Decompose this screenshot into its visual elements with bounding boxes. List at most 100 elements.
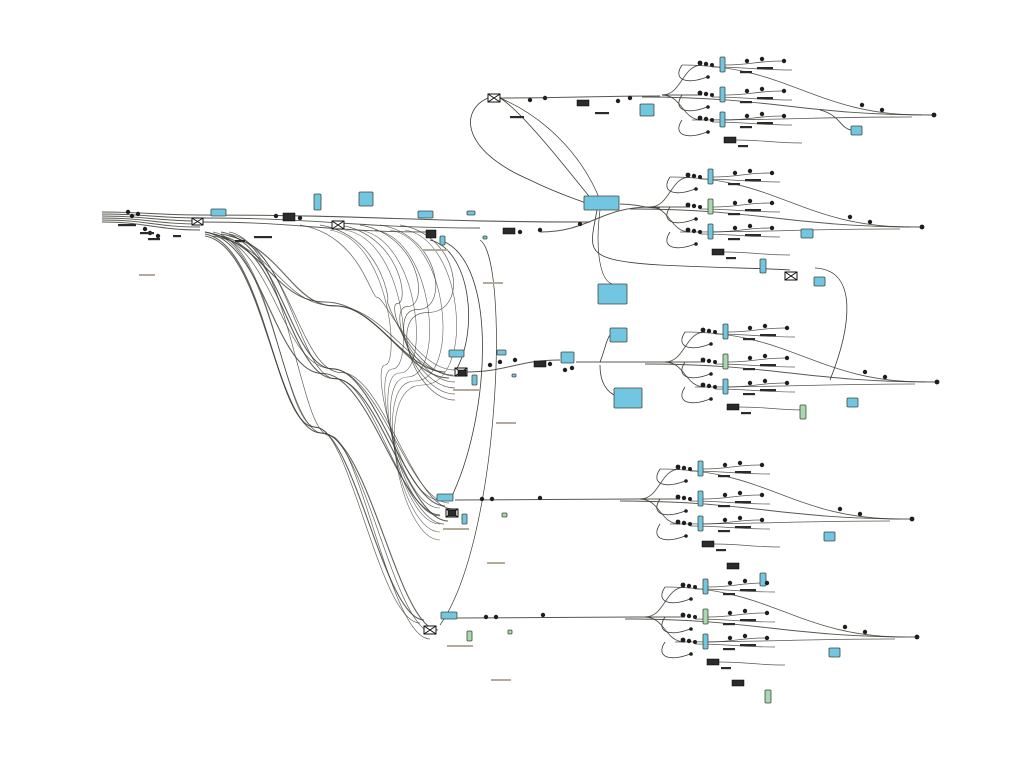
end-point-dot-icon[interactable]	[700, 357, 706, 363]
end-point-dot-icon[interactable]	[497, 359, 503, 365]
end-point-dot-icon[interactable]	[680, 612, 686, 618]
end-point-dot-icon[interactable]	[781, 88, 787, 94]
component-node[interactable]	[496, 349, 507, 356]
end-point-dot-icon[interactable]	[493, 614, 499, 620]
end-point-dot-icon[interactable]	[737, 515, 743, 521]
component-node[interactable]	[436, 493, 454, 502]
dark-component-node[interactable]	[726, 403, 740, 411]
end-point-dot-icon[interactable]	[732, 200, 738, 206]
component-node[interactable]	[482, 235, 488, 240]
end-point-dot-icon[interactable]	[135, 211, 141, 217]
end-point-dot-icon[interactable]	[681, 495, 687, 501]
end-point-dot-icon[interactable]	[759, 462, 765, 468]
component-node[interactable]	[613, 387, 643, 409]
component-node[interactable]	[560, 351, 575, 364]
end-point-dot-icon[interactable]	[709, 397, 713, 401]
end-point-dot-icon[interactable]	[784, 380, 790, 386]
end-point-dot-icon[interactable]	[694, 217, 698, 221]
end-point-dot-icon[interactable]	[722, 517, 728, 523]
dark-component-node[interactable]	[282, 212, 296, 222]
slider-node[interactable]	[461, 513, 468, 525]
end-point-dot-icon[interactable]	[142, 226, 148, 232]
end-point-dot-icon[interactable]	[540, 612, 546, 618]
end-point-dot-icon[interactable]	[710, 63, 714, 67]
end-point-dot-icon[interactable]	[697, 60, 703, 66]
end-point-dot-icon[interactable]	[512, 357, 518, 363]
end-point-dot-icon[interactable]	[703, 91, 709, 97]
end-point-dot-icon[interactable]	[747, 355, 753, 361]
end-point-dot-icon[interactable]	[744, 88, 750, 94]
component-node[interactable]	[823, 531, 836, 542]
end-point-dot-icon[interactable]	[689, 652, 693, 656]
end-point-dot-icon[interactable]	[709, 372, 713, 376]
end-point-dot-icon[interactable]	[747, 198, 753, 204]
end-point-dot-icon[interactable]	[879, 107, 885, 113]
end-point-dot-icon[interactable]	[769, 225, 775, 231]
end-point-dot-icon[interactable]	[710, 118, 714, 122]
dark-component-node[interactable]	[723, 136, 737, 144]
end-point-dot-icon[interactable]	[537, 227, 543, 233]
slider-node[interactable]	[313, 193, 322, 211]
end-point-dot-icon[interactable]	[693, 585, 697, 589]
slider-node[interactable]	[722, 378, 729, 395]
dark-component-node[interactable]	[533, 360, 547, 368]
end-point-dot-icon[interactable]	[727, 610, 733, 616]
end-point-dot-icon[interactable]	[747, 325, 753, 331]
end-point-dot-icon[interactable]	[487, 362, 493, 368]
slider-node[interactable]	[799, 404, 807, 420]
end-point-dot-icon[interactable]	[697, 90, 703, 96]
component-node[interactable]	[448, 349, 465, 358]
end-point-dot-icon[interactable]	[713, 330, 717, 334]
dark-component-node[interactable]	[731, 679, 745, 687]
end-point-dot-icon[interactable]	[684, 509, 688, 513]
end-point-dot-icon[interactable]	[685, 202, 691, 208]
end-point-dot-icon[interactable]	[710, 93, 714, 97]
slider-node[interactable]	[697, 460, 704, 477]
end-point-dot-icon[interactable]	[697, 115, 703, 121]
end-point-dot-icon[interactable]	[627, 95, 633, 101]
end-point-dot-icon[interactable]	[747, 168, 753, 174]
dark-component-node[interactable]	[447, 509, 457, 517]
component-node[interactable]	[597, 283, 628, 305]
end-point-dot-icon[interactable]	[934, 379, 940, 385]
end-point-dot-icon[interactable]	[703, 61, 709, 67]
end-point-dot-icon[interactable]	[769, 170, 775, 176]
end-point-dot-icon[interactable]	[727, 580, 733, 586]
dark-component-node[interactable]	[711, 248, 725, 256]
end-point-dot-icon[interactable]	[689, 627, 693, 631]
end-point-dot-icon[interactable]	[694, 242, 698, 246]
end-point-dot-icon[interactable]	[759, 517, 765, 523]
end-point-dot-icon[interactable]	[769, 200, 775, 206]
slider-node[interactable]	[759, 258, 767, 274]
end-point-dot-icon[interactable]	[700, 382, 706, 388]
slider-node[interactable]	[439, 235, 446, 246]
end-point-dot-icon[interactable]	[675, 494, 681, 500]
end-point-dot-icon[interactable]	[914, 634, 920, 640]
end-point-dot-icon[interactable]	[759, 86, 765, 92]
slider-node[interactable]	[707, 223, 714, 240]
end-point-dot-icon[interactable]	[688, 522, 692, 526]
end-point-dot-icon[interactable]	[684, 534, 688, 538]
end-point-dot-icon[interactable]	[577, 221, 583, 227]
slider-node[interactable]	[719, 56, 726, 73]
component-node[interactable]	[813, 276, 826, 287]
component-node[interactable]	[466, 210, 476, 216]
end-point-dot-icon[interactable]	[703, 116, 709, 122]
end-point-dot-icon[interactable]	[744, 113, 750, 119]
end-point-dot-icon[interactable]	[732, 225, 738, 231]
end-point-dot-icon[interactable]	[688, 497, 692, 501]
end-point-dot-icon[interactable]	[764, 610, 770, 616]
end-point-dot-icon[interactable]	[759, 111, 765, 117]
end-point-dot-icon[interactable]	[784, 355, 790, 361]
end-point-dot-icon[interactable]	[742, 608, 748, 614]
end-point-dot-icon[interactable]	[129, 213, 135, 219]
end-point-dot-icon[interactable]	[847, 214, 853, 220]
end-point-dot-icon[interactable]	[706, 383, 712, 389]
end-point-dot-icon[interactable]	[297, 215, 303, 221]
end-point-dot-icon[interactable]	[537, 495, 543, 501]
end-point-dot-icon[interactable]	[681, 465, 687, 471]
slider-node[interactable]	[764, 689, 772, 704]
end-point-dot-icon[interactable]	[562, 367, 568, 373]
end-point-dot-icon[interactable]	[764, 580, 770, 586]
